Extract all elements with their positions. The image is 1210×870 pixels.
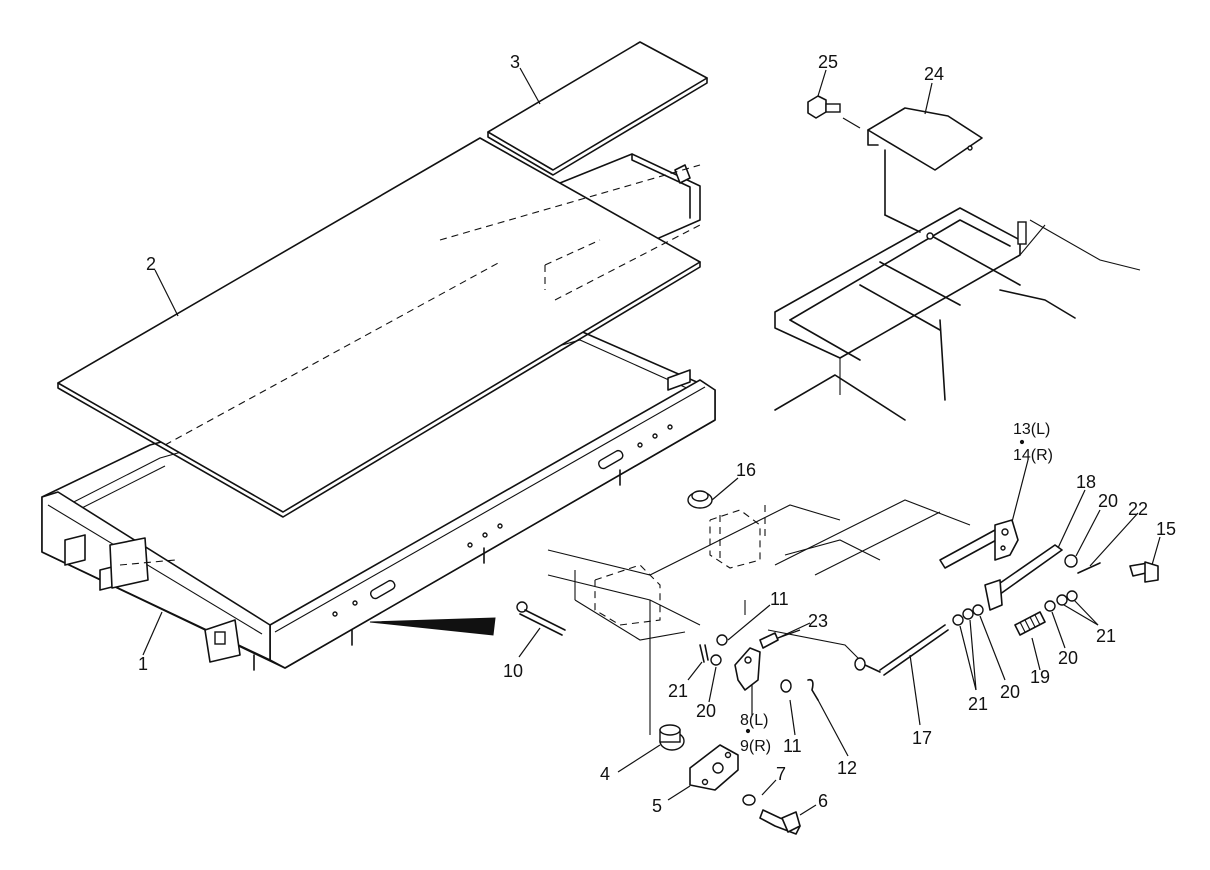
label-16: 16	[736, 460, 756, 480]
label-6: 6	[818, 791, 828, 811]
part-13-14-bracket	[939, 519, 1019, 569]
part-11-washer-lower	[780, 679, 792, 693]
label-22: 22	[1128, 499, 1148, 519]
leader-lines	[142, 67, 1161, 816]
label-7: 7	[776, 764, 786, 784]
part-21-washer-c	[1056, 594, 1068, 606]
label-11-lower: 11	[783, 736, 802, 756]
part-20-washer-left	[710, 654, 722, 666]
label-24: 24	[924, 64, 944, 84]
label-17: 17	[912, 728, 932, 748]
part-20-washer-mid	[972, 604, 984, 616]
part-6-bolt	[759, 809, 801, 835]
part-21-washer-b	[962, 608, 974, 620]
label-19: 19	[1030, 667, 1050, 687]
label-21-right: 21	[1096, 626, 1116, 646]
label-15: 15	[1156, 519, 1176, 539]
label-20-lower-right: 20	[1058, 648, 1078, 668]
label-20-left: 20	[696, 701, 716, 721]
part-10-pin	[516, 601, 566, 636]
part-3-small-panel	[487, 41, 708, 176]
part-1-tray-frame	[41, 153, 716, 671]
part-4-bushing	[659, 724, 685, 751]
label-8: 8(L)	[740, 712, 768, 729]
label-23: 23	[808, 611, 828, 631]
label-2: 2	[146, 254, 156, 274]
part-8-lever	[734, 647, 761, 691]
label-21-left: 21	[668, 681, 688, 701]
part-19-spring	[1014, 611, 1046, 636]
label-20-middle: 20	[1000, 682, 1020, 702]
label-12: 12	[837, 758, 857, 778]
part-18-plate	[984, 544, 1063, 611]
label-25: 25	[818, 52, 838, 72]
part-5-plate	[689, 744, 739, 791]
label-13-14-dot	[1019, 439, 1025, 445]
part-20-washer-right	[1064, 554, 1078, 568]
part-2-large-panel	[57, 137, 701, 518]
part-11-washer-upper	[716, 634, 728, 646]
hidden-lines	[119, 164, 701, 566]
label-21-middle: 21	[968, 694, 988, 714]
part-22-pin	[1077, 562, 1101, 574]
machine-frame-outline	[774, 207, 1141, 421]
part-labels: 1 2 3 4 5 6 7 8(L) 9(R) 10 11 11 12 13(L…	[138, 52, 1176, 816]
part-12-clip	[807, 678, 819, 701]
label-10: 10	[503, 661, 523, 681]
mount-bracket-hidden	[547, 499, 971, 735]
label-14: 14(R)	[1013, 447, 1053, 464]
part-17-rod	[854, 624, 949, 676]
part-21-washer-d	[1066, 590, 1078, 602]
label-1: 1	[138, 654, 148, 674]
label-5: 5	[652, 796, 662, 816]
label-18: 18	[1076, 472, 1096, 492]
part-7-washer	[742, 794, 756, 806]
part-20-washer-low	[1044, 600, 1056, 612]
label-20-upper-right: 20	[1098, 491, 1118, 511]
part-21-clip-left	[699, 644, 709, 663]
rail-holes	[332, 424, 673, 617]
label-4: 4	[600, 764, 610, 784]
label-9: 9(R)	[740, 738, 771, 755]
part-15-bolt	[1129, 561, 1159, 583]
label-11-upper: 11	[770, 589, 789, 609]
part-16-bushing	[687, 490, 766, 560]
label-3: 3	[510, 52, 520, 72]
direction-arrow	[369, 617, 496, 636]
label-13: 13(L)	[1013, 421, 1050, 438]
label-8-9-dot	[745, 728, 751, 734]
part-24-bracket	[867, 107, 983, 233]
part-25-bolt	[807, 95, 861, 129]
part-21-washer-a	[952, 614, 964, 626]
